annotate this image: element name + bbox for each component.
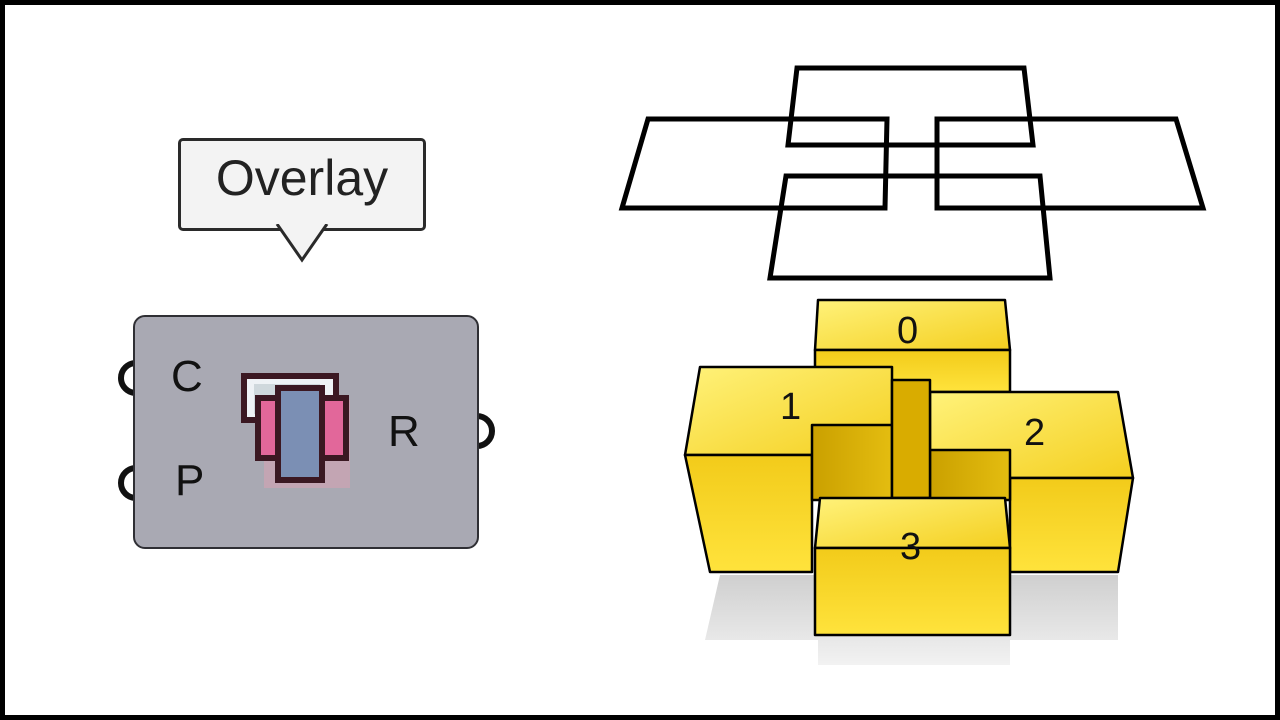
input-param-c[interactable]: C <box>171 352 203 401</box>
tooltip-pointer <box>275 224 329 263</box>
block-1-front <box>683 453 814 574</box>
block-2-front <box>1008 476 1135 574</box>
output-param-r[interactable]: R <box>388 407 420 456</box>
block-3-front <box>813 546 1012 637</box>
input-grip-c[interactable] <box>108 355 138 403</box>
solid-label-0: 0 <box>897 310 919 352</box>
tooltip-text: Overlay <box>215 150 389 206</box>
solid-label-2: 2 <box>1024 412 1046 454</box>
center-column <box>890 378 932 500</box>
output-grip-r[interactable] <box>474 408 506 456</box>
block-1-notch <box>810 423 894 502</box>
input-grip-p[interactable] <box>108 460 138 508</box>
solid-label-1: 1 <box>780 386 802 428</box>
block-2-notch <box>928 448 1012 502</box>
curve-rect-bottom <box>767 173 1053 281</box>
solid-label-3: 3 <box>900 526 922 568</box>
curve-rect-left <box>618 116 890 211</box>
overlay-icon <box>241 373 350 488</box>
tooltip: Overlay <box>178 138 426 231</box>
input-param-p[interactable]: P <box>175 456 205 505</box>
